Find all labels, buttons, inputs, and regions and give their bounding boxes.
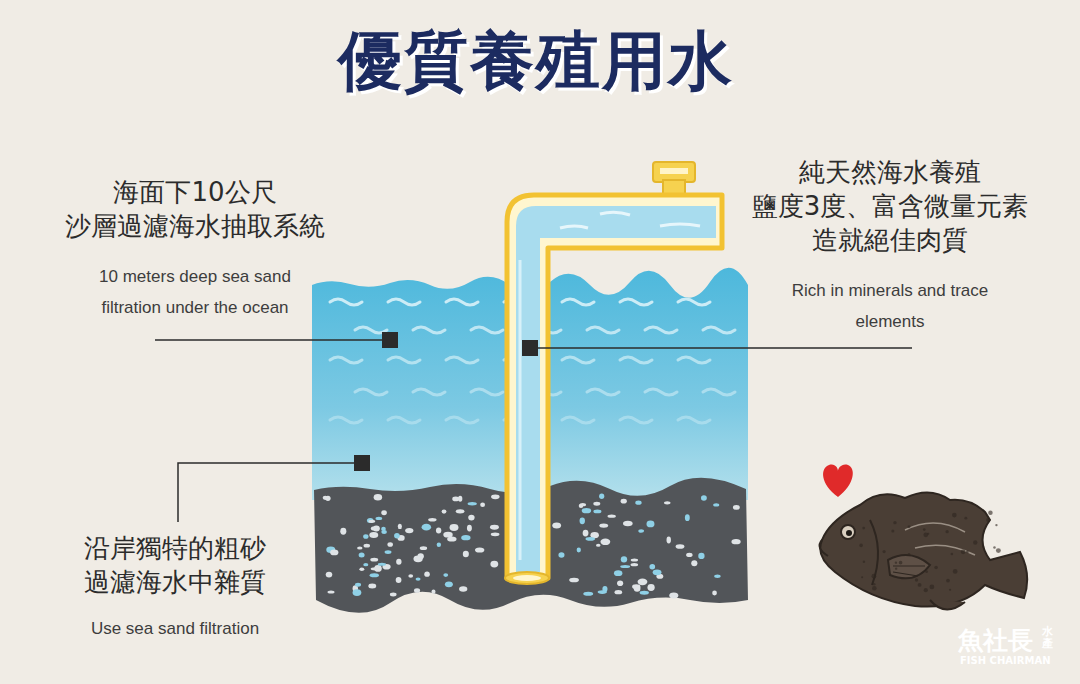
callout-english: Rich in minerals and trace elements	[780, 276, 1000, 337]
heart-icon	[823, 465, 853, 497]
brand-logo-english: FISH CHAIRMAN	[960, 655, 1070, 666]
intake-pipe	[505, 162, 722, 584]
callout-english: Use sea sand filtration	[40, 614, 310, 645]
callout-heading: 純天然海水養殖 鹽度3度、富含微量元素 造就絕佳肉質	[740, 156, 1040, 257]
callout-english: 10 meters deep sea sand filtration under…	[70, 262, 320, 323]
callout-heading: 海面下10公尺 沙層過濾海水抽取系統	[40, 176, 350, 244]
leader-markers	[354, 332, 538, 471]
brand-logo: 魚社長	[958, 624, 1048, 657]
grouper-fish	[820, 492, 1028, 609]
leader-lines	[155, 340, 912, 522]
brand-logo-sub: 水產	[1042, 626, 1053, 650]
title: 優質養殖用水	[0, 18, 1076, 105]
callout-heading: 沿岸獨特的粗砂 過濾海水中雜質	[40, 532, 310, 600]
